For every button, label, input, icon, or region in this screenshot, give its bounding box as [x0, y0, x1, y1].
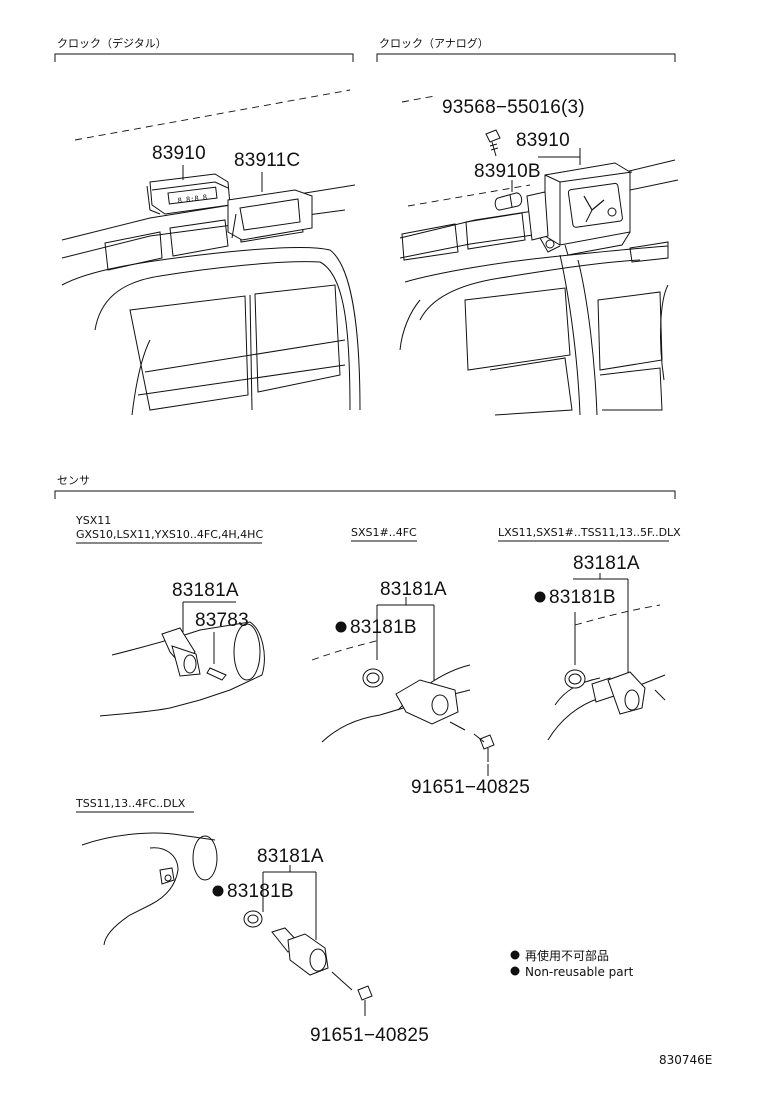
- applicability-lxs11: LXS11,SXS1#..TSS11,13..5F..DLX: [498, 526, 681, 539]
- sensor-assembly-3: [547, 604, 666, 741]
- section-clock-digital: クロック（デジタル）: [54, 36, 354, 62]
- sensor-housing-4: [81, 832, 218, 946]
- label-93568: 93568−55016(3): [442, 97, 585, 118]
- sensor-assembly-4: [243, 910, 373, 1016]
- diagram-code: 830746E: [659, 1053, 712, 1067]
- legend-dot-en: [510, 966, 520, 976]
- label-83181A-s3: 83181A: [573, 553, 640, 574]
- section-title-clock-analog: クロック（アナログ）: [379, 36, 489, 50]
- label-83911C: 83911C: [234, 150, 300, 171]
- dashboard-panel-digital: [61, 89, 361, 416]
- label-83181A-s1: 83181A: [172, 580, 239, 601]
- svg-text:8 8:8 8: 8 8:8 8: [177, 193, 207, 205]
- label-83181B-s4: 83181B: [227, 881, 294, 902]
- label-83910-analog: 83910: [516, 130, 570, 151]
- label-83181B-s2: 83181B: [350, 617, 417, 638]
- sensor-assembly-2: [311, 639, 495, 762]
- section-sensor: センサ: [54, 474, 676, 499]
- section-clock-analog: クロック（アナログ）: [376, 36, 676, 62]
- non-reusable-marker-s4: [212, 885, 224, 897]
- label-83181A-s4: 83181A: [257, 846, 324, 867]
- applicability-tss11: TSS11,13..4FC..DLX: [75, 797, 186, 810]
- dashboard-panel-analog: [399, 95, 679, 416]
- label-83181A-s2: 83181A: [380, 579, 447, 600]
- label-83783: 83783: [195, 610, 249, 631]
- bulb-83910B: [494, 192, 523, 211]
- clock-bezel-83911C: [227, 189, 313, 241]
- label-91651-s2: 91651−40825: [411, 777, 530, 798]
- digital-clock-unit: 8 8:8 8: [146, 173, 231, 215]
- label-83181B-s3: 83181B: [549, 587, 616, 608]
- section-title-sensor: センサ: [57, 474, 90, 487]
- non-reusable-marker-s2: [335, 621, 347, 633]
- label-91651-s4: 91651−40825: [310, 1025, 429, 1046]
- legend-jp: 再使用不可部品: [525, 948, 609, 963]
- applicability-ysx11: YSX11: [75, 514, 111, 527]
- legend-en: Non-reusable part: [525, 965, 634, 979]
- label-83910B: 83910B: [474, 161, 541, 182]
- applicability-gxs10: GXS10,LSX11,YXS10..4FC,4H,4HC: [76, 528, 263, 541]
- sensor-assembly-1: [99, 621, 265, 717]
- label-83910-digital: 83910: [152, 143, 206, 164]
- section-title-clock-digital: クロック（デジタル）: [57, 36, 167, 50]
- screw-93568: [485, 129, 501, 157]
- non-reusable-marker-s3: [534, 591, 546, 603]
- applicability-sxs1: SXS1#..4FC: [351, 526, 417, 539]
- analog-clock-unit: [526, 162, 633, 256]
- legend: 再使用不可部品 Non-reusable part: [510, 948, 634, 979]
- legend-dot-jp: [510, 950, 520, 960]
